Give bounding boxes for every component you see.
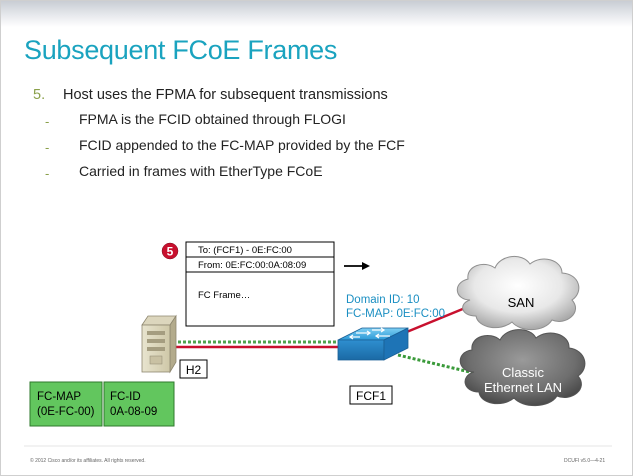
fc-map-annotation: FC-MAP: 0E:FC:00 [346, 308, 445, 320]
domain-id-label: Domain ID: 10 [346, 294, 420, 306]
frame-payload: FC Frame… [198, 290, 250, 301]
dash-3: - [45, 166, 50, 181]
fcf-lan-link [397, 353, 475, 375]
footer-copyright: © 2012 Cisco and/or its affiliates. All … [30, 458, 146, 464]
footer-course-code: DCUFI v5.0—4-21 [564, 458, 606, 464]
frame-box [185, 241, 335, 327]
top-gradient-bar [1, 1, 632, 27]
frame-from-field: From: 0E:FC:00:0A:08:09 [198, 260, 306, 271]
step-number: 5. [33, 87, 46, 103]
step-badge [161, 242, 179, 260]
fcf-label: FCF1 [356, 389, 386, 403]
dash-1: - [45, 114, 50, 129]
host-label: H2 [186, 363, 202, 377]
fc-map-value: (0E-FC-00) [37, 406, 95, 418]
host-label-box [179, 359, 208, 379]
sub-bullet-3: Carried in frames with EtherType FCoE [79, 163, 323, 179]
fc-map-title: FC-MAP [37, 391, 81, 403]
right-arrow-icon [344, 262, 370, 270]
lan-label-line1: Classic [502, 365, 544, 380]
fc-id-value: 0A-08-09 [110, 406, 157, 418]
main-bullet: Host uses the FPMA for subsequent transm… [63, 87, 388, 103]
fc-map-box [29, 381, 103, 427]
sub-bullet-2: FCID appended to the FC-MAP provided by … [79, 137, 405, 153]
san-label: SAN [508, 295, 535, 310]
lan-label-line2: Ethernet LAN [484, 380, 562, 395]
sub-bullet-1: FPMA is the FCID obtained through FLOGI [79, 111, 346, 127]
fc-id-box [103, 381, 175, 427]
fcf-label-box [349, 385, 393, 405]
step-badge-number: 5 [167, 245, 174, 259]
frame-to-field: To: (FCF1) - 0E:FC:00 [198, 245, 292, 256]
fc-id-title: FC-ID [110, 391, 141, 403]
san-cloud-icon [456, 256, 580, 331]
dash-2: - [45, 140, 50, 155]
slide-title: Subsequent FCoE Frames [24, 35, 338, 65]
fcf-switch-icon [337, 327, 409, 361]
lan-cloud-icon [459, 329, 586, 407]
host-server-icon [141, 314, 177, 374]
